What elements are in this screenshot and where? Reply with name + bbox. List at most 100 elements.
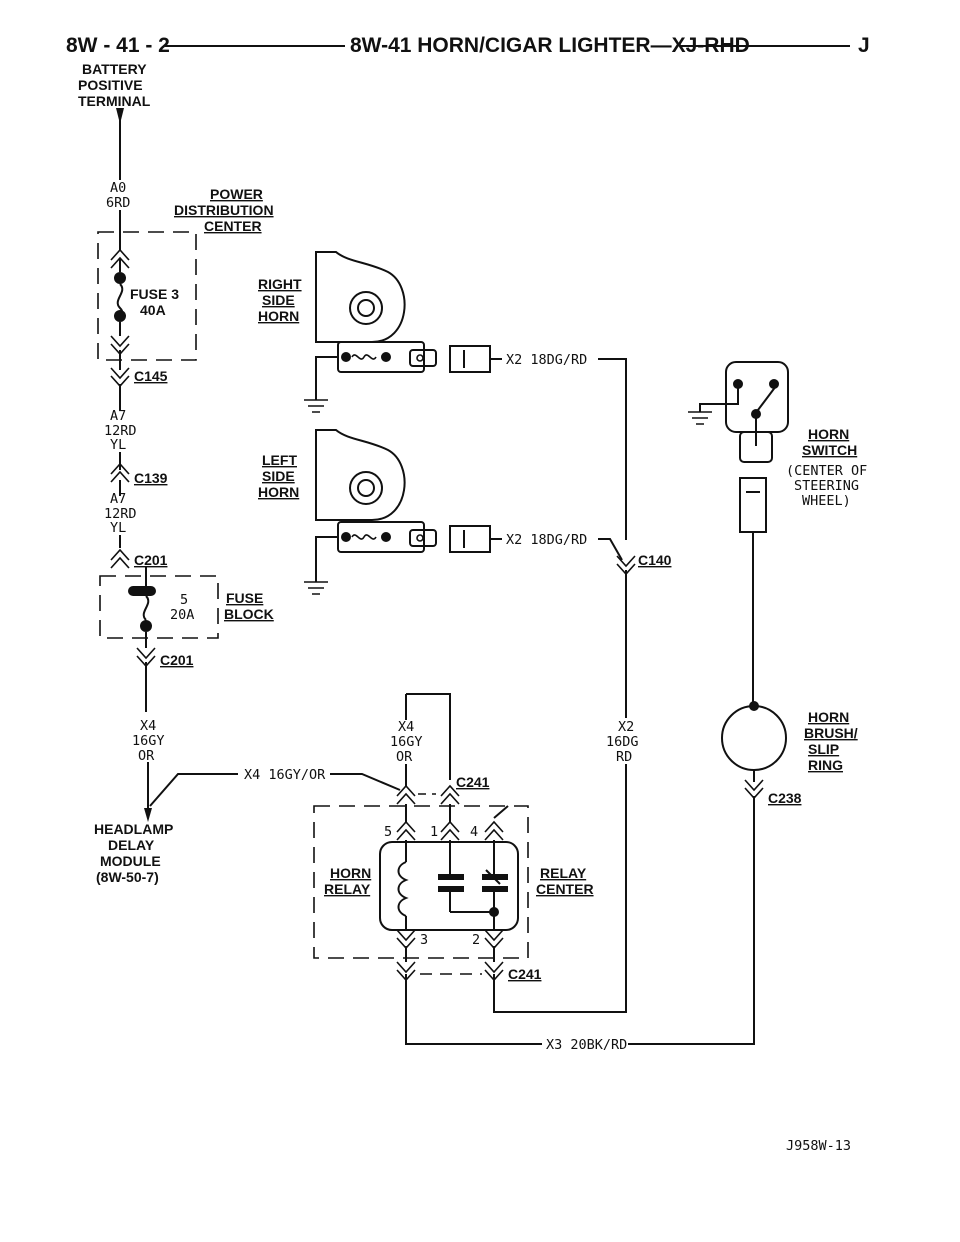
wire-x4-mid-gauge: 16GY (390, 734, 423, 750)
wire-a7-upper-tracer: YL (110, 437, 126, 453)
c140-label: C140 (638, 552, 672, 568)
c145-connector-icon (110, 367, 130, 388)
c139-connector-icon (110, 462, 130, 483)
section-letter: J (858, 34, 870, 57)
right-horn-ground-icon (304, 399, 328, 413)
svg-text:SWITCH: SWITCH (802, 442, 857, 458)
left-horn-ground-icon (304, 581, 328, 595)
battery-arrow-icon (116, 108, 124, 124)
horn-switch-label: HORN SWITCH (802, 426, 857, 458)
c241-bottom-connector-a-icon (396, 961, 416, 982)
relay-pin2-terminal-icon (484, 929, 504, 950)
relay-pin1-terminal-icon (440, 820, 460, 841)
svg-text:DISTRIBUTION: DISTRIBUTION (174, 202, 274, 218)
c145-label: C145 (134, 368, 168, 384)
relay-pin1: 1 (430, 824, 438, 840)
right-horn-label: RIGHT SIDE HORN (258, 276, 302, 324)
c201-top-label: C201 (134, 552, 168, 568)
wire-x2-right-gauge: 16DG (606, 734, 639, 750)
wire-x4-mid-id: X4 (398, 719, 414, 735)
wire-x3-left (405, 974, 542, 1045)
fuse5-node (140, 620, 152, 632)
fuse5-number: 5 (180, 592, 188, 608)
fuse5-icon (142, 595, 150, 621)
relay-pin5-terminal-icon (396, 820, 416, 841)
wire-x3-label: X3 20BK/RD (546, 1037, 627, 1053)
left-horn-connector-icon (449, 525, 491, 553)
pdc-label: POWER DISTRIBUTION CENTER (174, 186, 274, 234)
svg-text:HORN: HORN (330, 865, 371, 881)
fuse3-node-bottom (114, 310, 126, 322)
wire-a7-upper-gauge: 12RD (104, 423, 137, 439)
relay-center-outline (313, 805, 529, 959)
headlamp-module-label: HEADLAMP DELAY MODULE (8W-50-7) (94, 821, 173, 885)
fuse-block-outline (99, 575, 219, 639)
horn-switch-note: (CENTER OF STEERING WHEEL) (786, 463, 867, 509)
svg-text:CENTER: CENTER (204, 218, 262, 234)
svg-text:POWER: POWER (210, 186, 263, 202)
relay-pin4: 4 (470, 824, 478, 840)
fuse3-rating: 40A (140, 302, 166, 318)
pdc-outline (97, 231, 197, 361)
c241-top-label: C241 (456, 774, 490, 790)
horn-brush-slip-ring-icon (721, 705, 787, 771)
horn-brush-node (749, 701, 759, 711)
c241-bottom-connector-b-icon (484, 961, 504, 982)
svg-text:CENTER: CENTER (536, 881, 594, 897)
c139-label: C139 (134, 470, 168, 486)
wire-pin1-loop (406, 693, 451, 780)
right-horn-connector-icon (449, 345, 491, 373)
svg-text:DELAY: DELAY (108, 837, 155, 853)
wire-x4-mid-tracer: OR (396, 749, 413, 765)
relay-pin3: 3 (420, 932, 428, 948)
wire-x4-left-gauge: 16GY (132, 733, 165, 749)
relay-pin2: 2 (472, 932, 480, 948)
horn-brush-label: HORN BRUSH/ SLIP RING (804, 709, 858, 773)
page-title: 8W-41 HORN/CIGAR LIGHTER—XJ-RHD (350, 34, 750, 57)
svg-text:(CENTER OF: (CENTER OF (786, 463, 867, 479)
relay-pin5: 5 (384, 824, 392, 840)
right-horn-icon (315, 251, 437, 373)
svg-text:POSITIVE: POSITIVE (78, 77, 143, 93)
svg-text:RIGHT: RIGHT (258, 276, 302, 292)
svg-text:BATTERY: BATTERY (82, 61, 147, 77)
svg-text:SLIP: SLIP (808, 741, 839, 757)
horn-relay-label: HORN RELAY (324, 865, 371, 897)
svg-text:RELAY: RELAY (324, 881, 371, 897)
svg-text:LEFT: LEFT (262, 452, 297, 468)
svg-text:TERMINAL: TERMINAL (78, 93, 151, 109)
wire-x2-right-horn (598, 358, 627, 540)
wire-x2-right-tracer: RD (616, 749, 632, 765)
left-horn-wire-label: X2 18DG/RD (506, 532, 587, 548)
wire-a7-lower-tracer: YL (110, 520, 126, 536)
wire-a7-lower-gauge: 12RD (104, 506, 137, 522)
battery-label: BATTERY POSITIVE TERMINAL (78, 61, 151, 109)
horn-switch-ground-icon (688, 411, 712, 425)
left-horn-label: LEFT SIDE HORN (258, 452, 299, 500)
svg-text:MODULE: MODULE (100, 853, 161, 869)
wire-x4-splice (149, 773, 238, 807)
wire-x2-right-id: X2 (618, 719, 634, 735)
svg-text:SIDE: SIDE (262, 292, 295, 308)
wire-x2-to-relay (493, 764, 627, 1013)
fuse3-node-top (114, 272, 126, 284)
fuse5-rating: 20A (170, 607, 194, 623)
svg-text:RELAY: RELAY (540, 865, 587, 881)
fuse-block-name-1: FUSE (226, 590, 263, 606)
c238-connector-icon (744, 779, 764, 800)
svg-text:HORN: HORN (258, 484, 299, 500)
svg-text:SIDE: SIDE (262, 468, 295, 484)
c241-top-connector-b-icon (440, 784, 460, 805)
svg-text:HEADLAMP: HEADLAMP (94, 821, 173, 837)
fuse3-label: FUSE 3 (130, 286, 179, 302)
c201-top-connector-icon (110, 548, 130, 569)
horn-switch-icon (725, 361, 789, 463)
page-number: 8W - 41 - 2 (66, 34, 170, 57)
svg-text:RING: RING (808, 757, 843, 773)
svg-text:HORN: HORN (258, 308, 299, 324)
svg-text:HORN: HORN (808, 426, 849, 442)
fuse-block-name-2: BLOCK (224, 606, 274, 622)
horn-switch-connector-icon (739, 477, 767, 533)
svg-text:STEERING: STEERING (794, 478, 859, 494)
wire-x4-left-tracer: OR (138, 748, 155, 764)
